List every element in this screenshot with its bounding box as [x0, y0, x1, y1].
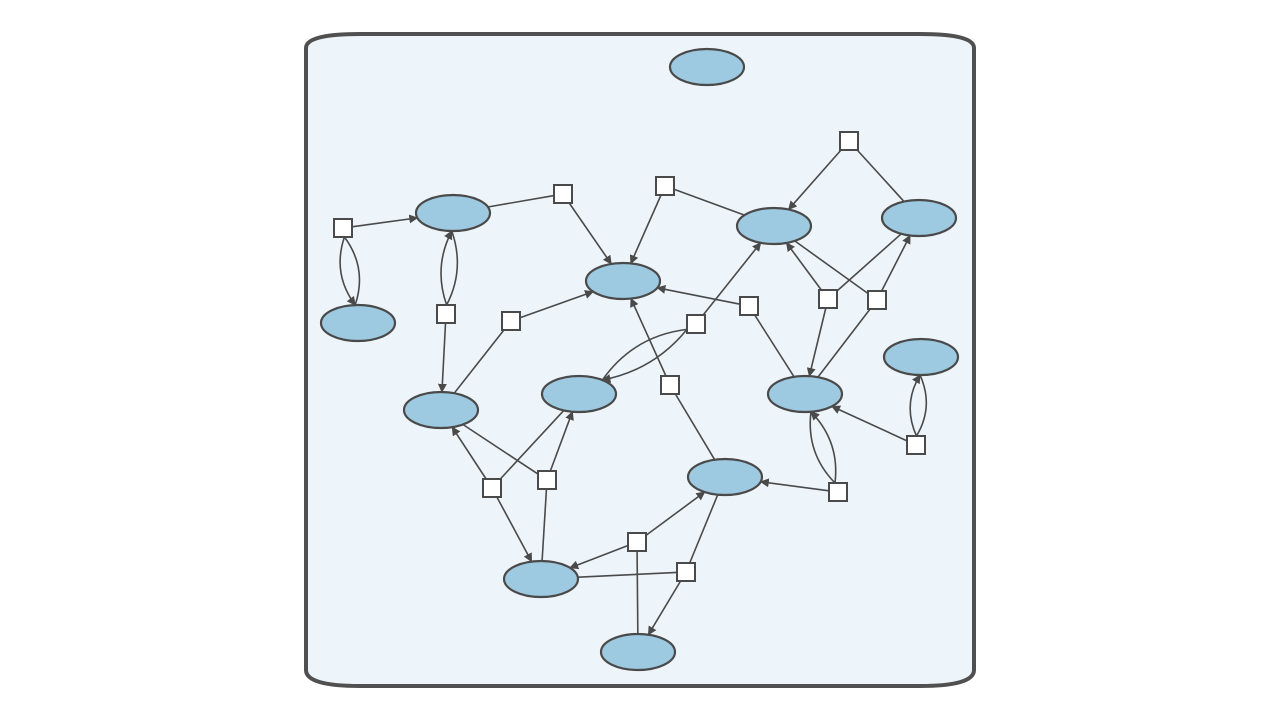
edge-nB1-sq15: [541, 488, 548, 562]
reaction-square-sq14[interactable]: [482, 478, 502, 498]
species-node-nR1[interactable]: [735, 206, 813, 246]
edge-sq7-nC: [656, 284, 741, 305]
species-node-nM[interactable]: [540, 374, 618, 414]
species-node-nL[interactable]: [402, 390, 480, 430]
reaction-square-sq17[interactable]: [676, 562, 696, 582]
reaction-square-sq11[interactable]: [867, 290, 887, 310]
species-node-nBm[interactable]: [686, 457, 764, 497]
edge-sq12-nRm: [831, 405, 908, 442]
edge-sq4-nR1: [673, 188, 745, 216]
compartment-container: [304, 32, 976, 688]
reaction-square-sq3[interactable]: [553, 184, 573, 204]
reaction-square-sq15[interactable]: [537, 470, 557, 490]
edge-sq17-nB2: [647, 580, 682, 636]
species-node-n2[interactable]: [319, 303, 397, 343]
edge-sq15-nM: [549, 410, 574, 472]
reaction-square-sq12[interactable]: [906, 435, 926, 455]
edge-n1-sq2: [445, 230, 459, 306]
edge-n2-sq1: [343, 236, 361, 306]
edge-nR2-sq10: [836, 233, 902, 292]
reaction-square-sq4[interactable]: [655, 176, 675, 196]
species-node-nB2[interactable]: [599, 632, 677, 672]
edge-sq8-nC: [630, 297, 667, 377]
species-node-nC[interactable]: [584, 261, 662, 301]
edge-sq6-nR1: [702, 242, 762, 316]
edge-sq2-nL: [437, 322, 447, 393]
species-node-nRm[interactable]: [766, 374, 844, 414]
species-node-nR3[interactable]: [882, 337, 960, 377]
reaction-square-sq10[interactable]: [818, 289, 838, 309]
species-layer: [319, 47, 960, 672]
edge-nRm-sq11: [817, 308, 871, 378]
reaction-square-sq8[interactable]: [660, 375, 680, 395]
edge-nL-sq15: [462, 423, 539, 475]
edge-sq10-nRm: [806, 307, 827, 377]
species-node-nB1[interactable]: [502, 559, 580, 599]
reaction-square-sq2[interactable]: [436, 304, 456, 324]
edge-nBm-sq17: [688, 494, 719, 564]
edge-sq10-nR1: [785, 242, 822, 291]
edge-nB1-sq17: [577, 571, 678, 579]
edge-sq16-nBm: [645, 491, 706, 536]
edge-sq12-nR3: [909, 374, 921, 437]
edge-nR1-sq11: [794, 240, 869, 295]
edge-sq2-n1: [440, 230, 453, 306]
reaction-square-sq6[interactable]: [686, 314, 706, 334]
species-node-n1[interactable]: [414, 193, 492, 233]
edge-nRm-sq13: [809, 411, 836, 484]
edge-nRm-sq7: [754, 314, 795, 378]
edge-sq6-nM: [601, 328, 688, 383]
edge-sq14-nB1: [496, 496, 533, 563]
edge-sq13-nBm: [759, 478, 830, 492]
edge-sq1-n1: [351, 214, 419, 228]
edge-nBm-sq8: [674, 393, 716, 461]
reaction-square-sq9[interactable]: [839, 131, 859, 151]
edge-nM-sq14: [499, 409, 565, 480]
reaction-square-sq1[interactable]: [333, 218, 353, 238]
edge-sq13-nRm: [810, 411, 837, 484]
species-node-top[interactable]: [668, 47, 746, 87]
edge-sq5-nC: [519, 290, 595, 319]
edge-sq16-nB1: [569, 544, 629, 570]
edge-sq11-nR2: [880, 234, 911, 292]
edge-layer: [339, 149, 928, 636]
reaction-layer: [333, 131, 926, 582]
edge-sq3-nC: [568, 202, 612, 265]
reaction-square-sq7[interactable]: [739, 296, 759, 316]
edge-sq14-nL: [451, 426, 487, 480]
edge-nR3-sq12: [915, 374, 928, 437]
edge-n1-sq3: [487, 194, 555, 208]
edge-nB2-sq16: [636, 550, 639, 635]
edge-nL-sq5: [453, 329, 505, 394]
reaction-square-sq16[interactable]: [627, 532, 647, 552]
edge-nM-sq6: [601, 328, 688, 381]
species-node-nR2[interactable]: [880, 198, 958, 238]
reaction-square-sq5[interactable]: [501, 311, 521, 331]
reaction-square-sq13[interactable]: [828, 482, 848, 502]
edge-sq4-nC: [629, 194, 662, 265]
edge-sq9-nR1: [787, 149, 842, 211]
edge-sq9-nR2: [856, 149, 905, 203]
edge-sq1-n2: [339, 236, 356, 306]
